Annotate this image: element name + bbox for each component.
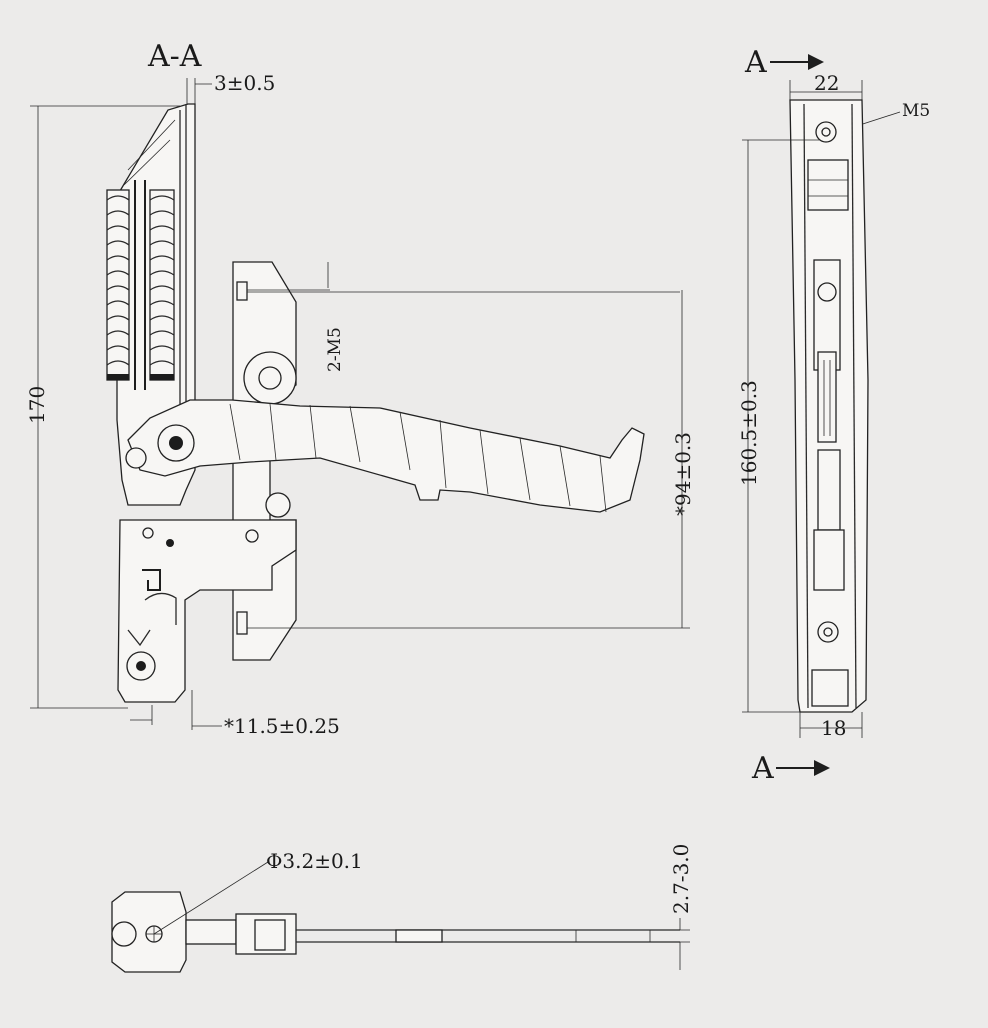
section-arrow-label-bottom: A: [751, 751, 774, 786]
dim-overall-height: 170: [25, 386, 49, 424]
section-arrow-label-top: A: [744, 45, 767, 80]
spring-stack: [106, 180, 175, 390]
hinge-lower-block: [117, 519, 297, 703]
dim-plate-thickness: 2.7-3.0: [669, 844, 693, 914]
dim-mount-height: *94±0.3: [671, 432, 695, 516]
dim-thread-holes: 2-M5: [325, 327, 345, 372]
dim-width-top: 22: [814, 71, 839, 95]
hinge-lever: [127, 399, 645, 513]
dim-width-bottom: 18: [821, 716, 846, 740]
top-view: Φ3.2±0.1 2.7-3.0: [111, 844, 693, 973]
side-view: A A 22 M5 160.5±0.3: [737, 45, 930, 786]
dim-hole-spacing: 160.5±0.3: [737, 380, 761, 486]
dim-thread-top: M5: [902, 101, 930, 121]
dim-top-thickness: 3±0.5: [214, 71, 275, 95]
dim-offset-bottom: *11.5±0.25: [224, 714, 340, 738]
dim-pin-diameter: Φ3.2±0.1: [266, 849, 363, 873]
section-view-a-a: A-A 3±0.5 170: [25, 39, 695, 738]
section-title: A-A: [147, 39, 202, 74]
